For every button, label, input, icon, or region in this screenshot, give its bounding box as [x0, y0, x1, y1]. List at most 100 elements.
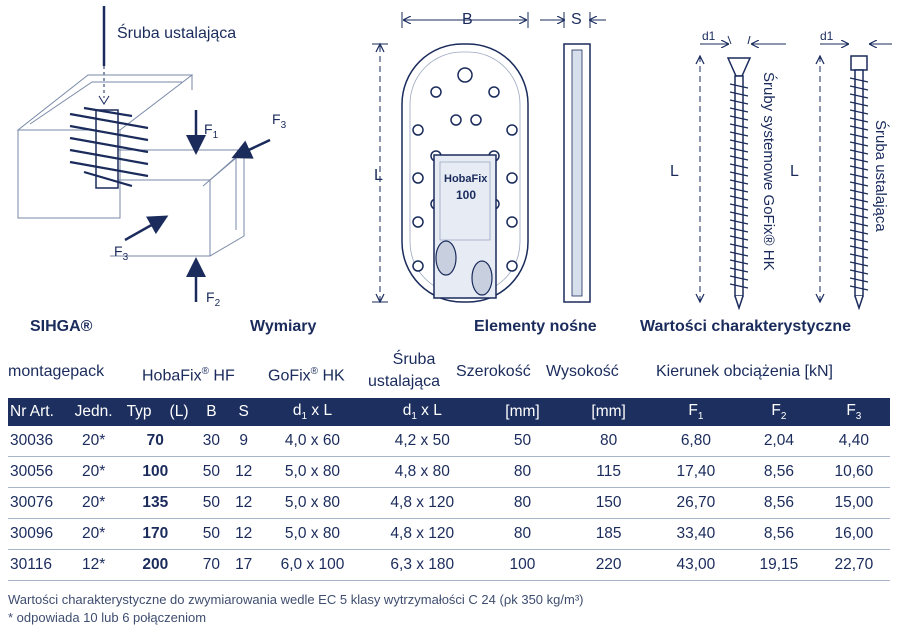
- cell-f1: 43,00: [651, 549, 741, 581]
- footnote-ec5: Wartości charakterystyczne do zwymiarowa…: [8, 592, 584, 607]
- cell-jedn: 20*: [71, 487, 116, 519]
- cell-szer: 50: [479, 426, 566, 457]
- cell-sruba: 6,3 x 180: [365, 549, 480, 581]
- fixing-screw-detail-icon: [849, 55, 869, 311]
- cell-szer: 80: [479, 487, 566, 519]
- cell-f3: 22,70: [817, 549, 890, 581]
- table-row: 30036 20* 70 30 9 4,0 x 60 4,2 x 50 50 8…: [8, 426, 890, 457]
- col-typ: Typ: [115, 398, 163, 426]
- footnote-asterisk: * odpowiada 10 lub 6 połączeniom: [8, 610, 207, 625]
- cell-f2: 8,56: [740, 487, 818, 519]
- plate-dimension-drawing: B S L HobaFix 100: [372, 11, 606, 304]
- cell-jedn: 20*: [71, 518, 116, 550]
- cell-nr: 30036: [8, 426, 72, 457]
- cell-szer: 80: [479, 518, 566, 550]
- gofix-screw-icon: [726, 57, 752, 311]
- dim-l-label-gofix: L: [670, 163, 679, 180]
- gofix-screw-label: Śruby systemowe GoFix® HK: [760, 72, 778, 271]
- cell-nr: 30056: [8, 456, 72, 488]
- col-szerokosc: [mm]: [479, 398, 566, 426]
- connector-screws: [69, 106, 149, 189]
- cell-gofix: 5,0 x 80: [259, 518, 366, 550]
- cell-gofix: 5,0 x 80: [259, 456, 366, 488]
- subheader-gofix: GoFix® HK: [268, 366, 345, 385]
- col-f1: F1: [651, 398, 741, 426]
- cell-sruba: 4,2 x 50: [365, 426, 480, 457]
- hobafix-plate: HobaFix 100: [401, 43, 529, 303]
- spec-table: Nr Art. Jedn. Typ (L) B S d1 x L d1 x L …: [8, 398, 890, 581]
- col-f3: F3: [817, 398, 890, 426]
- table-row: 30096 20* 170 50 12 5,0 x 80 4,8 x 120 8…: [8, 518, 890, 550]
- cell-gofix: 4,0 x 60: [259, 426, 366, 457]
- table-header-row: Nr Art. Jedn. Typ (L) B S d1 x L d1 x L …: [8, 398, 890, 426]
- table-row: 30056 20* 100 50 12 5,0 x 80 4,8 x 80 80…: [8, 456, 890, 488]
- cell-typ: 135: [115, 487, 196, 519]
- col-sruba-dim: d1 x L: [365, 398, 480, 426]
- cell-b: 50: [195, 518, 228, 550]
- cell-jedn: 20*: [71, 456, 116, 488]
- cell-f2: 8,56: [740, 456, 818, 488]
- cell-sruba: 4,8 x 120: [365, 487, 480, 519]
- cell-s: 12: [227, 518, 260, 550]
- cell-f1: 33,40: [651, 518, 741, 550]
- cell-f2: 8,56: [740, 518, 818, 550]
- section-title-wartosci: Wartości charakterystyczne: [640, 318, 852, 335]
- cell-b: 70: [195, 549, 228, 581]
- cell-nr: 30116: [8, 549, 72, 581]
- cell-gofix: 5,0 x 80: [259, 487, 366, 519]
- col-gofix-dim: d1 x L: [259, 398, 366, 426]
- dim-l-label: L: [374, 167, 383, 184]
- cell-f2: 19,15: [740, 549, 818, 581]
- cell-wys: 150: [565, 487, 652, 519]
- cell-typ: 170: [115, 518, 196, 550]
- col-s: S: [227, 398, 260, 426]
- svg-text:F3: F3: [272, 111, 287, 131]
- subheader-montagepack: montagepack: [8, 363, 105, 380]
- cell-typ: 200: [115, 549, 196, 581]
- plate-model-text: HobaFix: [444, 173, 488, 185]
- main-beam: [16, 74, 194, 219]
- subheader-kierunek: Kierunek obciążenia [kN]: [656, 363, 833, 380]
- cell-wys: 80: [565, 426, 652, 457]
- cell-sruba: 4,8 x 120: [365, 518, 480, 550]
- force-f3-arrow-left: [124, 215, 169, 242]
- cell-wys: 220: [565, 549, 652, 581]
- cell-f3: 4,40: [817, 426, 890, 457]
- subheader-hobafix: HobaFix® HF: [142, 366, 235, 385]
- plate-side-view: [563, 43, 591, 303]
- cell-s: 9: [227, 426, 260, 457]
- col-f2: F2: [740, 398, 818, 426]
- plate-model-size: 100: [456, 188, 476, 202]
- screws-drawing: d1 d1 L L: [670, 29, 892, 311]
- cell-b: 30: [195, 426, 228, 457]
- cell-sruba: 4,8 x 80: [365, 456, 480, 488]
- cell-gofix: 6,0 x 100: [259, 549, 366, 581]
- cell-f1: 26,70: [651, 487, 741, 519]
- cell-f2: 2,04: [740, 426, 818, 457]
- cell-s: 12: [227, 456, 260, 488]
- cell-nr: 30096: [8, 518, 72, 550]
- cell-typ: 100: [115, 456, 196, 488]
- dim-l-label-sruba: L: [790, 163, 799, 180]
- cell-s: 17: [227, 549, 260, 581]
- svg-text:F3: F3: [114, 243, 129, 263]
- cell-jedn: 20*: [71, 426, 116, 457]
- col-jedn: Jedn.: [71, 398, 116, 426]
- cell-typ: 70: [115, 426, 196, 457]
- subheader-wysokosc: Wysokość: [546, 363, 619, 380]
- dim-d1-label-sruba: d1: [820, 29, 834, 43]
- col-b: B: [195, 398, 228, 426]
- cell-f1: 17,40: [651, 456, 741, 488]
- cell-s: 12: [227, 487, 260, 519]
- cell-wys: 115: [565, 456, 652, 488]
- cell-nr: 30076: [8, 487, 72, 519]
- secondary-beam: [110, 149, 245, 257]
- cell-wys: 185: [565, 518, 652, 550]
- cell-f1: 6,80: [651, 426, 741, 457]
- fixing-screw-side-label: Śruba ustalająca: [872, 120, 890, 232]
- section-title-wymiary: Wymiary: [250, 318, 317, 335]
- table-row: 30116 12* 200 70 17 6,0 x 100 6,3 x 180 …: [8, 549, 890, 581]
- cell-f3: 15,00: [817, 487, 890, 519]
- cell-b: 50: [195, 456, 228, 488]
- col-l: (L): [162, 398, 196, 426]
